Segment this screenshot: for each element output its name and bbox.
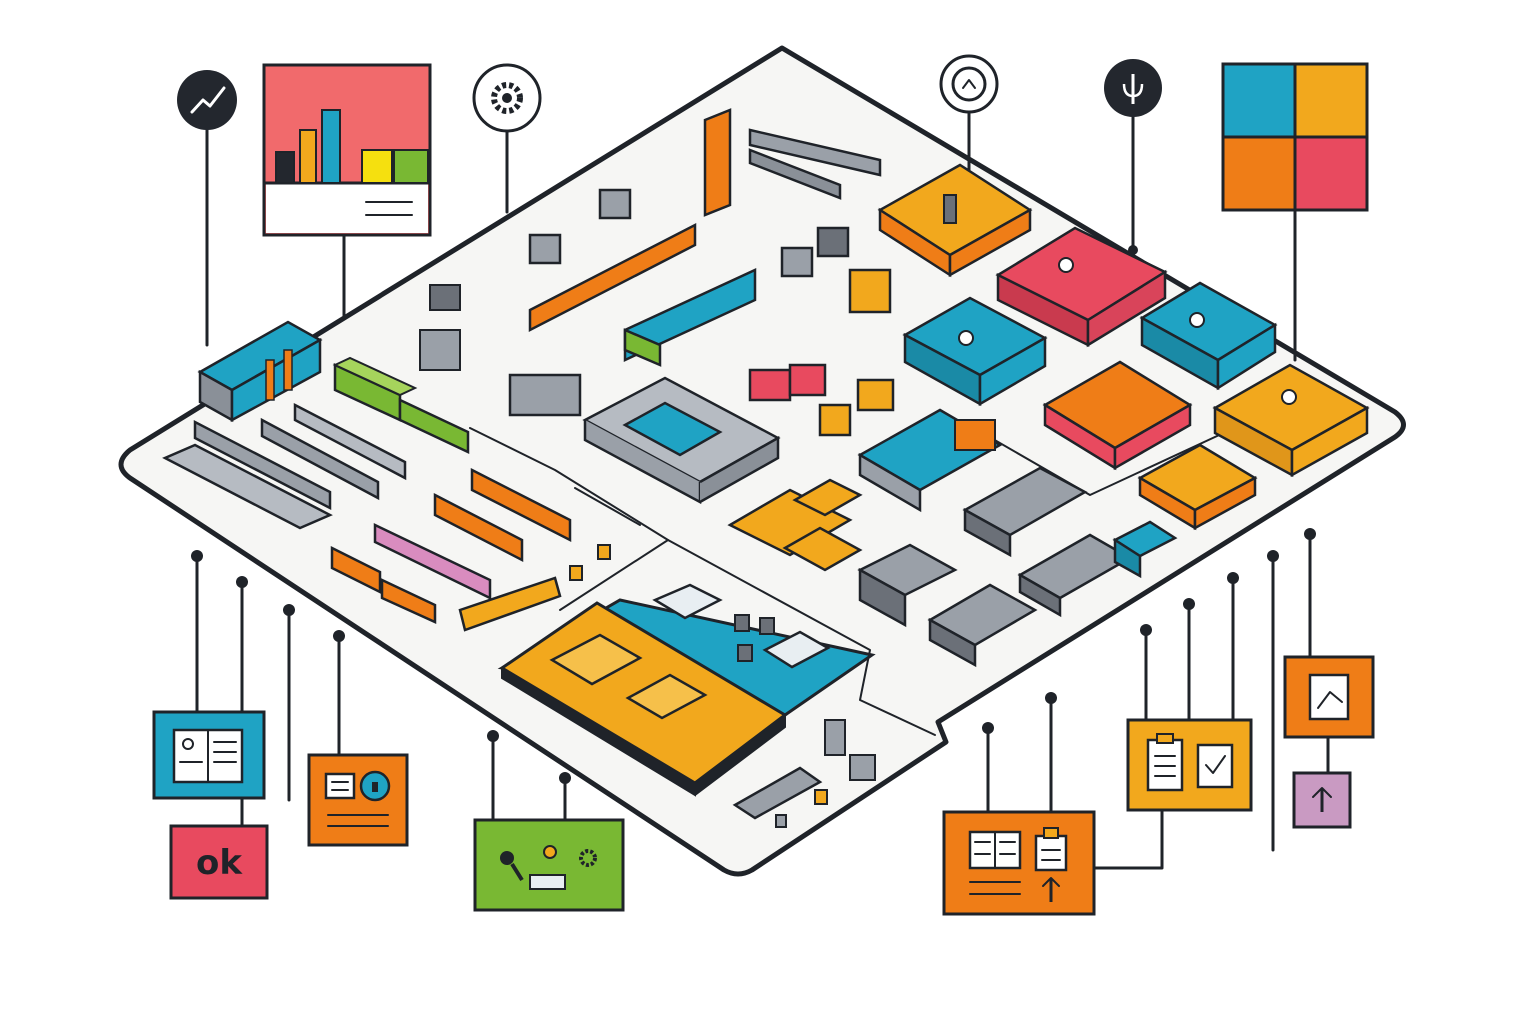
gauge-icon[interactable] xyxy=(939,54,999,114)
checklist-panel-icon[interactable] xyxy=(1126,718,1253,812)
document-list-icon[interactable] xyxy=(152,710,266,800)
grid-tiles-icon[interactable] xyxy=(1221,62,1369,212)
sensor-icon[interactable] xyxy=(1104,59,1162,117)
production-hall-zone xyxy=(419,108,892,417)
inspection-area xyxy=(582,363,895,505)
document-lock-icon[interactable] xyxy=(307,753,409,847)
ok-status-icon[interactable]: ok xyxy=(169,824,269,900)
chart-frame-icon[interactable] xyxy=(1283,655,1375,739)
machine-shop-zone xyxy=(727,408,1178,668)
tools-panel-icon[interactable] xyxy=(473,818,625,912)
bottom-connectors xyxy=(191,528,1330,870)
trend-line-icon[interactable] xyxy=(177,70,237,130)
top-connectors xyxy=(205,111,1297,362)
arrow-up-icon[interactable] xyxy=(1292,771,1352,829)
warehouse-zone xyxy=(162,320,470,530)
office-area xyxy=(497,583,876,828)
ok-status-label: ok xyxy=(196,843,243,883)
assembly-lines-zone xyxy=(330,467,611,632)
clipboard-upload-icon[interactable] xyxy=(942,810,1096,916)
bar-chart-panel-icon[interactable] xyxy=(262,63,432,237)
gear-icon[interactable] xyxy=(472,63,542,133)
processing-units-zone xyxy=(877,163,1370,531)
